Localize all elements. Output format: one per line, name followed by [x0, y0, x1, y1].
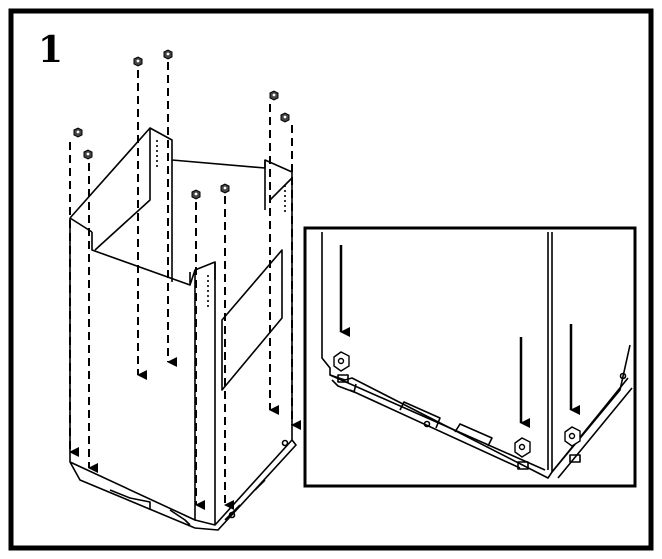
- nut-icon: [269, 90, 279, 101]
- solid-arrows: [339, 245, 580, 428]
- base-tabs: [109, 479, 266, 526]
- inset-tab: [331, 379, 357, 393]
- detail-inset: [303, 226, 637, 488]
- base-hole: [228, 511, 236, 519]
- nut-icon: [83, 149, 93, 160]
- inset-nuts: [333, 351, 581, 458]
- nut-icon: [163, 49, 173, 60]
- inset-vertical-seam: [547, 232, 553, 472]
- nut-icon: [133, 56, 143, 67]
- inset-slot: [569, 454, 581, 463]
- step-number: 1: [38, 29, 64, 71]
- inset-slot: [517, 461, 529, 470]
- base-bottom: [69, 439, 297, 531]
- front-right-inner: [194, 519, 216, 526]
- nut-icon: [191, 189, 201, 200]
- nut-icon: [280, 112, 290, 123]
- dashed-arrows: [69, 62, 301, 510]
- front-left-top: [189, 269, 196, 286]
- tower-assembly: [69, 127, 297, 531]
- inset-tab: [399, 401, 441, 429]
- inset-tab: [454, 423, 493, 447]
- inset-slot: [337, 374, 349, 383]
- nut-hole: [568, 432, 576, 440]
- nut-icon: [73, 127, 83, 138]
- left-inner-line: [94, 145, 151, 251]
- inset-hole: [619, 372, 627, 380]
- inset-frame: [303, 226, 637, 488]
- nut-hole: [518, 443, 526, 451]
- left-cutout: [91, 232, 191, 286]
- nut-icon: [220, 183, 230, 194]
- inset-hole: [423, 420, 431, 428]
- inset-right-edge: [551, 377, 633, 479]
- base-hole: [281, 439, 289, 447]
- nut-hole: [337, 357, 345, 365]
- side-window: [221, 249, 283, 391]
